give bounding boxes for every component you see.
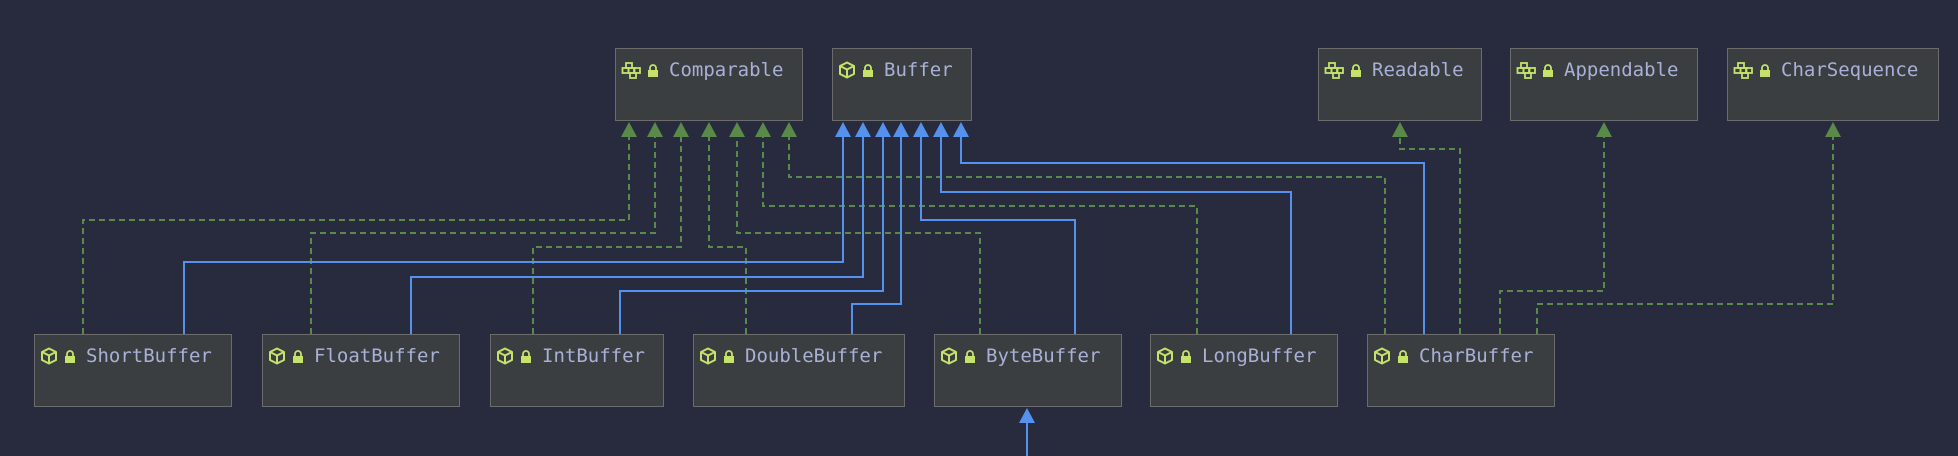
edge-arrowhead (647, 122, 663, 137)
edge-bytebuffer-to-buffer (920, 136, 1076, 334)
lock-icon (1759, 61, 1771, 83)
edge-longbuffer-to-comparable (762, 136, 1198, 334)
edge-doublebuffer-to-buffer (851, 136, 902, 334)
node-intbuffer[interactable]: IntBuffer (490, 334, 664, 407)
node-doublebuffer-label: DoubleBuffer (745, 345, 883, 367)
interface-icon (1733, 61, 1753, 84)
edge-shortbuffer-to-comparable (82, 136, 630, 334)
edge-bytebuffer-to-comparable (736, 136, 981, 334)
class-icon (838, 61, 856, 84)
node-charsequence-label: CharSequence (1781, 59, 1919, 81)
interface-icon (1516, 61, 1536, 84)
class-icon (496, 347, 514, 370)
node-bytebuffer-label: ByteBuffer (986, 345, 1101, 367)
node-readable[interactable]: Readable (1318, 48, 1482, 121)
node-appendable-label: Appendable (1564, 59, 1679, 81)
node-comparable-label: Comparable (669, 59, 784, 81)
node-floatbuffer[interactable]: FloatBuffer (262, 334, 460, 407)
lock-icon (723, 347, 735, 369)
edge-arrowhead (1596, 122, 1612, 137)
edge-floatbuffer-to-comparable (310, 136, 656, 334)
lock-icon (520, 347, 532, 369)
edge-intbuffer-to-comparable (532, 136, 682, 334)
edge-charbuffer-to-appendable (1499, 136, 1605, 334)
class-icon (699, 347, 717, 370)
lock-icon (862, 61, 874, 83)
edge-charbuffer-to-buffer (960, 136, 1425, 334)
edge-arrowhead (673, 122, 689, 137)
edge-arrowhead (621, 122, 637, 137)
node-longbuffer-label: LongBuffer (1202, 345, 1317, 367)
lock-icon (1180, 347, 1192, 369)
edge-arrowhead (729, 122, 745, 137)
node-buffer-label: Buffer (884, 59, 953, 81)
edge-shortbuffer-to-buffer (183, 136, 844, 334)
class-icon (40, 347, 58, 370)
node-shortbuffer-label: ShortBuffer (86, 345, 212, 367)
edge-arrowhead (875, 122, 891, 137)
edge-arrowhead (855, 122, 871, 137)
edge-arrowhead (1825, 122, 1841, 137)
lock-icon (292, 347, 304, 369)
node-longbuffer[interactable]: LongBuffer (1150, 334, 1338, 407)
node-buffer[interactable]: Buffer (832, 48, 972, 121)
node-bytebuffer[interactable]: ByteBuffer (934, 334, 1122, 407)
class-icon (940, 347, 958, 370)
lock-icon (647, 61, 659, 83)
lock-icon (1542, 61, 1554, 83)
node-charbuffer[interactable]: CharBuffer (1367, 334, 1555, 407)
node-doublebuffer[interactable]: DoubleBuffer (693, 334, 905, 407)
interface-icon (1324, 61, 1344, 84)
node-intbuffer-label: IntBuffer (542, 345, 645, 367)
edge-floatbuffer-to-buffer (410, 136, 864, 334)
interface-icon (621, 61, 641, 84)
edge-arrowhead (835, 122, 851, 137)
edge-arrowhead (1392, 122, 1408, 137)
edge-arrowhead (755, 122, 771, 137)
node-comparable[interactable]: Comparable (615, 48, 803, 121)
edge-arrowhead (1019, 408, 1035, 423)
edge-charbuffer-to-comparable (788, 136, 1386, 334)
lock-icon (1397, 347, 1409, 369)
edge-arrowhead (781, 122, 797, 137)
edge-doublebuffer-to-comparable (708, 136, 747, 334)
edge-arrowhead (701, 122, 717, 137)
class-icon (268, 347, 286, 370)
edge-arrowhead (893, 122, 909, 137)
lock-icon (1350, 61, 1362, 83)
edge-arrowhead (913, 122, 929, 137)
node-readable-label: Readable (1372, 59, 1464, 81)
lock-icon (964, 347, 976, 369)
edge-charbuffer-to-charsequence (1536, 136, 1834, 334)
edge-arrowhead (933, 122, 949, 137)
node-charbuffer-label: CharBuffer (1419, 345, 1534, 367)
edge-longbuffer-to-buffer (940, 136, 1292, 334)
node-floatbuffer-label: FloatBuffer (314, 345, 440, 367)
class-icon (1373, 347, 1391, 370)
edge-charbuffer-to-readable (1399, 136, 1461, 334)
node-shortbuffer[interactable]: ShortBuffer (34, 334, 232, 407)
node-charsequence[interactable]: CharSequence (1727, 48, 1939, 121)
lock-icon (64, 347, 76, 369)
edge-intbuffer-to-buffer (619, 136, 884, 334)
edge-arrowhead (953, 122, 969, 137)
class-icon (1156, 347, 1174, 370)
node-appendable[interactable]: Appendable (1510, 48, 1698, 121)
